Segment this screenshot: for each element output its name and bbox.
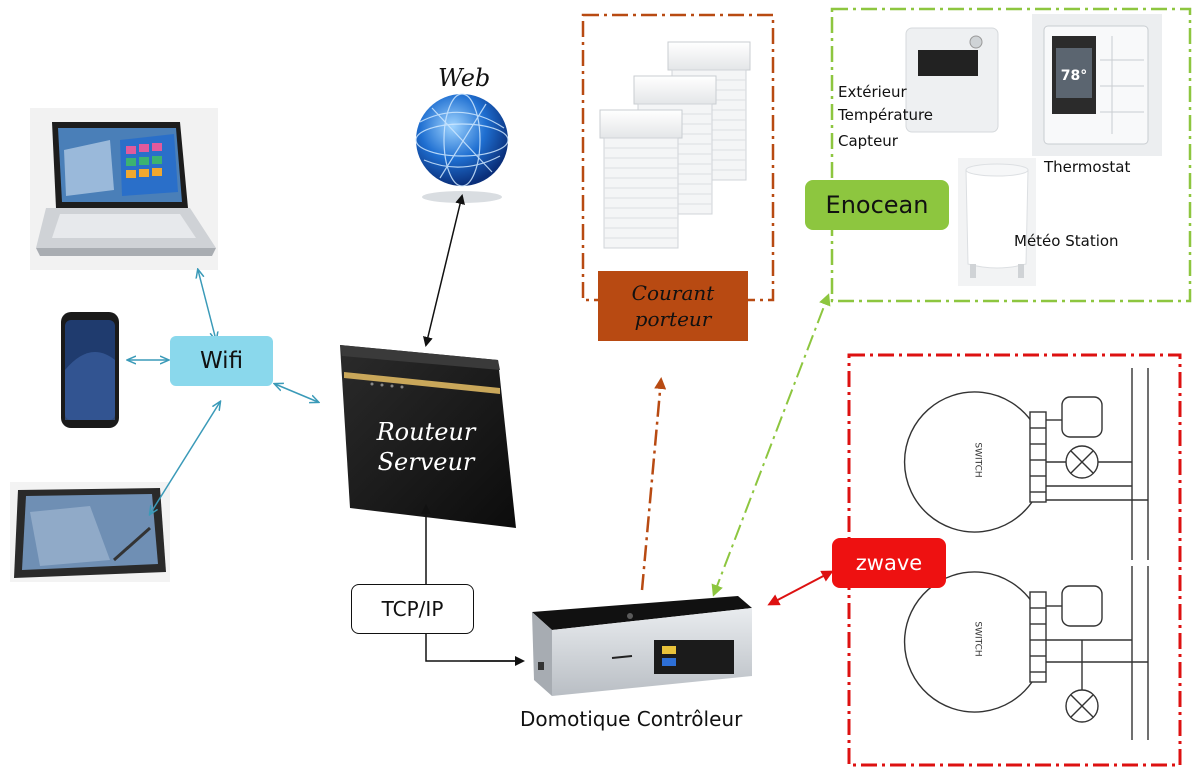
meteo-station-label: Météo Station (1014, 232, 1119, 250)
enocean-arrow (711, 293, 831, 597)
wifi-tablet-arrow (150, 402, 220, 514)
weather-station-icon (958, 158, 1036, 286)
roller-shutter-icon (599, 41, 751, 249)
zwave-switch-label-bottom: SWITCH (972, 621, 983, 657)
wifi-node: Wifi (170, 336, 273, 386)
wifi-label: Wifi (199, 348, 244, 374)
exterior-temperature-sensor-icon (905, 27, 999, 133)
controller-label: Domotique Contrôleur (520, 707, 743, 731)
enocean-node: Enocean (805, 180, 949, 230)
zwave-label: zwave (855, 551, 923, 575)
exterior-label: Extérieur (838, 83, 907, 101)
enocean-label: Enocean (825, 191, 929, 219)
web-globe-icon (415, 93, 509, 203)
capteur-label: Capteur (838, 132, 898, 150)
smartphone-icon (61, 312, 119, 428)
courant-porteur-arrow (640, 377, 667, 591)
router-icon (340, 345, 516, 528)
temperature-label: Température (838, 106, 934, 124)
wifi-router-arrow (275, 384, 318, 402)
thermostat-label: Thermostat (1044, 158, 1131, 176)
router-web-arrow (423, 194, 465, 347)
laptop-icon (30, 108, 218, 270)
router-label-line1: Routeur (376, 418, 476, 446)
tcpip-label: TCP/IP (381, 597, 444, 621)
wifi-laptop-arrow (198, 270, 216, 340)
zwave-switch-wiring-diagram (903, 368, 1149, 740)
web-label: Web (438, 64, 491, 92)
thermostat-icon: 78° (1032, 14, 1162, 156)
tablet-icon (10, 482, 170, 582)
zwave-switch-label-top: SWITCH (972, 442, 983, 478)
tcpip-node: TCP/IP (351, 584, 474, 634)
courant-porteur-node: Courant porteur (598, 271, 748, 341)
zwave-arrow (767, 570, 834, 606)
router-label-line2: Serveur (377, 448, 475, 476)
courant-porteur-label-line2: porteur (634, 307, 712, 331)
courant-porteur-label-line1: Courant (631, 281, 715, 305)
courant-porteur-group-border (581, 13, 775, 302)
enocean-group-border (830, 7, 1192, 303)
router-label: Routeur Serveur (356, 410, 496, 484)
domotique-controller-icon (532, 596, 752, 696)
thermostat-display-text: 78° (1061, 68, 1087, 84)
zwave-node: zwave (832, 538, 946, 588)
